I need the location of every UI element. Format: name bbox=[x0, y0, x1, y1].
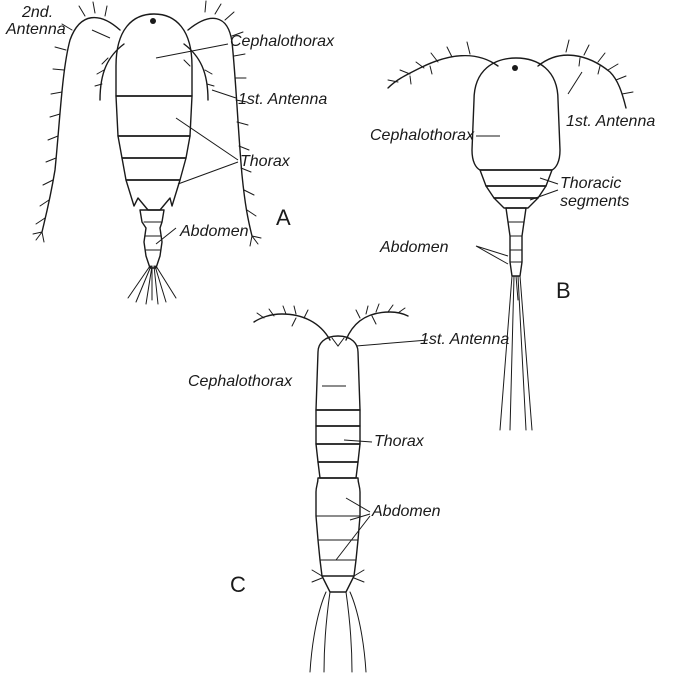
c-furca-setae bbox=[310, 570, 366, 672]
a-second-antenna-right bbox=[188, 18, 252, 236]
a-cephalothorax bbox=[116, 14, 192, 96]
c-label-thorax: Thorax bbox=[374, 433, 425, 450]
c-label-abdomen: Abdomen bbox=[371, 503, 441, 520]
b-label-1st-antenna: 1st. Antenna bbox=[566, 113, 655, 130]
a-second-antenna-left bbox=[42, 18, 120, 232]
b-label-thoracic-line1: Thoracic bbox=[560, 175, 621, 192]
b-abdomen bbox=[506, 208, 526, 276]
b-label-thoracic-line2: segments bbox=[560, 193, 629, 210]
b-cephalothorax bbox=[472, 58, 560, 170]
c-thorax-segment-4 bbox=[318, 462, 358, 478]
a-abdomen bbox=[140, 210, 164, 268]
a-first-antenna-setae bbox=[95, 58, 214, 86]
c-abdomen bbox=[316, 478, 360, 576]
panel-c-letter: C bbox=[230, 572, 246, 597]
c-label-cephalothorax: Cephalothorax bbox=[188, 373, 293, 390]
a-label-1st-antenna: 1st. Antenna bbox=[238, 91, 327, 108]
c-label-1st-antenna: 1st. Antenna bbox=[420, 331, 509, 348]
c-cephalothorax bbox=[316, 336, 360, 410]
a-thorax-segment-1 bbox=[116, 96, 192, 136]
b-thoracic-segment-2 bbox=[486, 186, 546, 198]
a-label-2nd-antenna-line1: 2nd. bbox=[21, 4, 53, 21]
a-thorax-segment-3 bbox=[122, 158, 186, 180]
a-eye bbox=[150, 18, 156, 24]
specimen-c bbox=[254, 304, 408, 672]
c-thorax-segment-2 bbox=[316, 426, 360, 444]
c-antenna-setae bbox=[257, 304, 405, 326]
a-label-cephalothorax: Cephalothorax bbox=[230, 33, 335, 50]
b-antenna-setae bbox=[388, 40, 633, 94]
c-furca bbox=[322, 576, 354, 592]
b-label-cephalothorax: Cephalothorax bbox=[370, 127, 475, 144]
c-thorax-segment-3 bbox=[316, 444, 360, 462]
c-first-antenna-left bbox=[254, 314, 330, 340]
panel-b-letter: B bbox=[556, 278, 571, 303]
a-label-thorax: Thorax bbox=[240, 153, 291, 170]
panel-a-letter: A bbox=[276, 205, 291, 230]
a-thorax-segment-4 bbox=[126, 180, 180, 210]
a-abdomen-joints bbox=[144, 222, 162, 250]
a-label-abdomen: Abdomen bbox=[179, 223, 249, 240]
a-first-antenna-right bbox=[184, 44, 208, 100]
c-first-antenna-right bbox=[346, 312, 408, 340]
c-thorax-segment-1 bbox=[316, 410, 360, 426]
specimen-b bbox=[388, 40, 633, 430]
a-first-antenna-left bbox=[100, 44, 124, 100]
a-label-2nd-antenna-line2: Antenna bbox=[5, 21, 66, 38]
a-thorax-segment-2 bbox=[118, 136, 190, 158]
b-label-abdomen: Abdomen bbox=[379, 239, 449, 256]
b-eye bbox=[512, 65, 518, 71]
b-first-antenna-right bbox=[538, 55, 626, 108]
b-furca-setae bbox=[500, 276, 532, 430]
leader-lines bbox=[92, 30, 582, 560]
a-furca-setae bbox=[128, 266, 176, 304]
